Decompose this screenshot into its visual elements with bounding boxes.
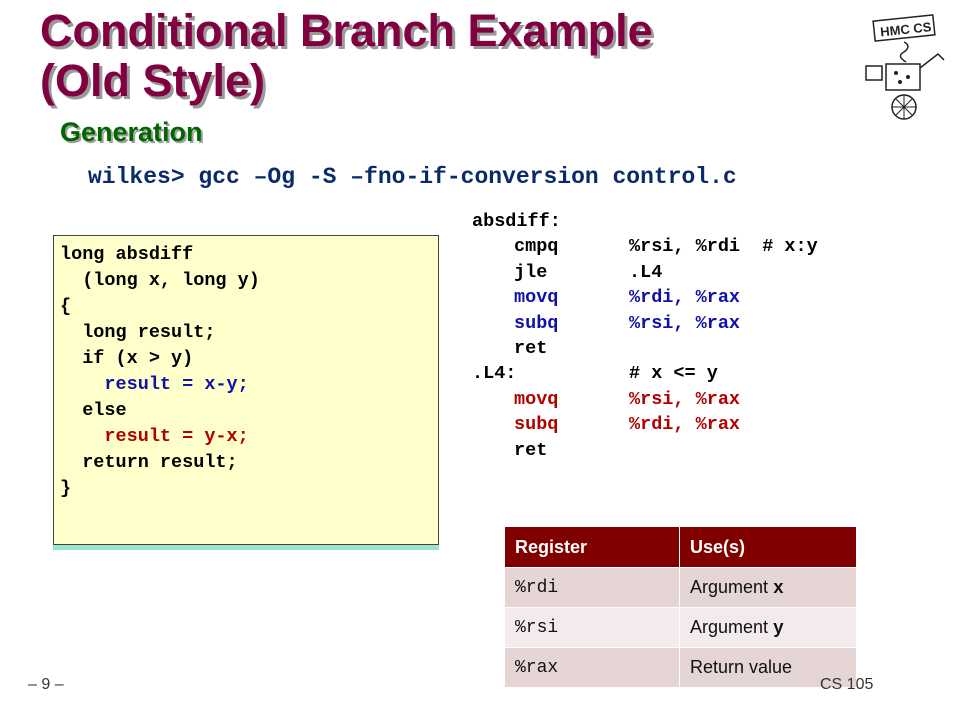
assembly-instruction: ret bbox=[514, 337, 548, 359]
uses-column-header: Use(s) bbox=[679, 527, 857, 568]
slide-title: Conditional Branch Example (Old Style) bbox=[40, 6, 653, 106]
register-use-text: Argument bbox=[690, 576, 774, 597]
c-code-line: { bbox=[60, 296, 72, 317]
c-code-line: result = y-x; bbox=[60, 426, 249, 447]
register-use-text: Return value bbox=[690, 656, 793, 677]
c-code-line: return result; bbox=[60, 452, 238, 473]
register-table-row: %rax Return value bbox=[505, 647, 857, 687]
register-table-header-row: Register Use(s) bbox=[505, 527, 857, 568]
c-code-line: (long x, long y) bbox=[60, 270, 260, 291]
slide-title-line-2: (Old Style) bbox=[40, 55, 266, 106]
register-use: Argument y bbox=[679, 607, 857, 648]
assembly-instruction: subq bbox=[514, 414, 559, 436]
register-name: %rax bbox=[505, 647, 680, 687]
assembly-operands: %rdi, %rax bbox=[629, 287, 741, 309]
assembly-instruction: ret bbox=[514, 439, 548, 461]
assembly-operands: # x <= y bbox=[629, 363, 718, 385]
gcc-command: wilkes> gcc –Og -S –fno-if-conversion co… bbox=[88, 164, 737, 190]
register-use-variable: x bbox=[773, 578, 784, 599]
assembly-operands: %rdi, %rax bbox=[629, 414, 741, 436]
assembly-operands: %rsi, %rdi # x:y bbox=[629, 236, 818, 258]
c-code-box: long absdiff (long x, long y) { long resu… bbox=[53, 235, 439, 545]
assembly-operands: %rsi, %rax bbox=[629, 388, 741, 410]
c-code-lines: long absdiff (long x, long y) { long resu… bbox=[60, 242, 438, 502]
assembly-instruction: movq bbox=[514, 388, 559, 410]
register-name: %rdi bbox=[505, 567, 680, 608]
c-code-line: else bbox=[60, 400, 127, 421]
c-code-line: long result; bbox=[60, 322, 216, 343]
slide-title-line-1: Conditional Branch Example bbox=[40, 5, 653, 56]
assembly-instruction: jle bbox=[514, 261, 548, 283]
assembly-instruction: cmpq bbox=[514, 236, 559, 258]
c-code-line: long absdiff bbox=[60, 244, 194, 265]
register-column-header: Register bbox=[505, 527, 680, 568]
register-name: %rsi bbox=[505, 607, 680, 648]
register-use-variable: y bbox=[773, 618, 784, 639]
register-use-text: Argument bbox=[690, 616, 774, 637]
c-code-line: } bbox=[60, 478, 72, 499]
assembly-operands: .L4 bbox=[629, 261, 663, 283]
hmc-cs-logo-icon: HMC CS bbox=[865, 14, 945, 120]
c-code-line: result = x-y; bbox=[60, 374, 249, 395]
course-label: CS 105 bbox=[820, 676, 874, 693]
slide-subtitle: Generation bbox=[60, 117, 203, 147]
assembly-label: .L4: bbox=[472, 363, 517, 385]
assembly-instruction: subq bbox=[514, 312, 559, 334]
assembly-operands: %rsi, %rax bbox=[629, 312, 741, 334]
assembly-label: absdiff: bbox=[472, 211, 561, 232]
register-use: Return value bbox=[679, 647, 857, 687]
c-code-line: if (x > y) bbox=[60, 348, 194, 369]
page-number: – 9 – bbox=[28, 676, 64, 693]
logo-text: HMC CS bbox=[880, 19, 933, 39]
assembly-instruction: movq bbox=[514, 287, 559, 309]
register-use: Argument x bbox=[679, 567, 857, 608]
